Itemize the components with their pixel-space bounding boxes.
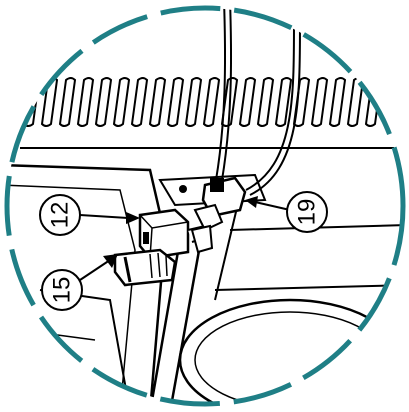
leader-19 (245, 196, 291, 211)
vent-slot (202, 77, 221, 127)
vent-slot (238, 77, 257, 127)
callout-12-label: 12 (47, 202, 74, 229)
callout-19: 19 (286, 191, 328, 233)
support-rail-right (214, 194, 241, 301)
vent-slot (292, 77, 311, 127)
vent-slots (22, 77, 403, 127)
vent-slot (310, 77, 329, 127)
leader-12 (79, 212, 140, 224)
support-rail-left-inner (168, 244, 202, 404)
vent-slot (382, 77, 401, 127)
plug-housing (113, 248, 177, 287)
callout-12: 12 (39, 194, 81, 236)
vent-slot (94, 77, 113, 127)
vent-slot (256, 77, 275, 127)
cable-b (249, 19, 301, 196)
detail-circle-border (4, 5, 406, 407)
vent-slot (112, 77, 131, 127)
callout-15: 15 (41, 269, 83, 311)
vent-slot (184, 77, 203, 127)
mounting-hole (179, 185, 187, 193)
cable-b-outline (245, 19, 295, 191)
vent-slot (400, 77, 403, 127)
vent-slot (148, 77, 167, 127)
vent-slot (76, 77, 95, 127)
vent-slot (328, 77, 347, 127)
vent-slot (58, 77, 77, 127)
vent-slot (166, 77, 185, 127)
cable-clip (190, 176, 247, 254)
vent-slot (274, 77, 293, 127)
left-panel-outline (7, 163, 167, 404)
callout-15-label: 15 (49, 277, 76, 304)
right-panel-bottom-edge (214, 284, 403, 291)
callout-19-label: 19 (294, 199, 321, 226)
leader-15 (79, 254, 118, 281)
vent-slot (130, 77, 149, 127)
cable-a (221, 8, 233, 181)
cable-a-outline (215, 8, 227, 181)
